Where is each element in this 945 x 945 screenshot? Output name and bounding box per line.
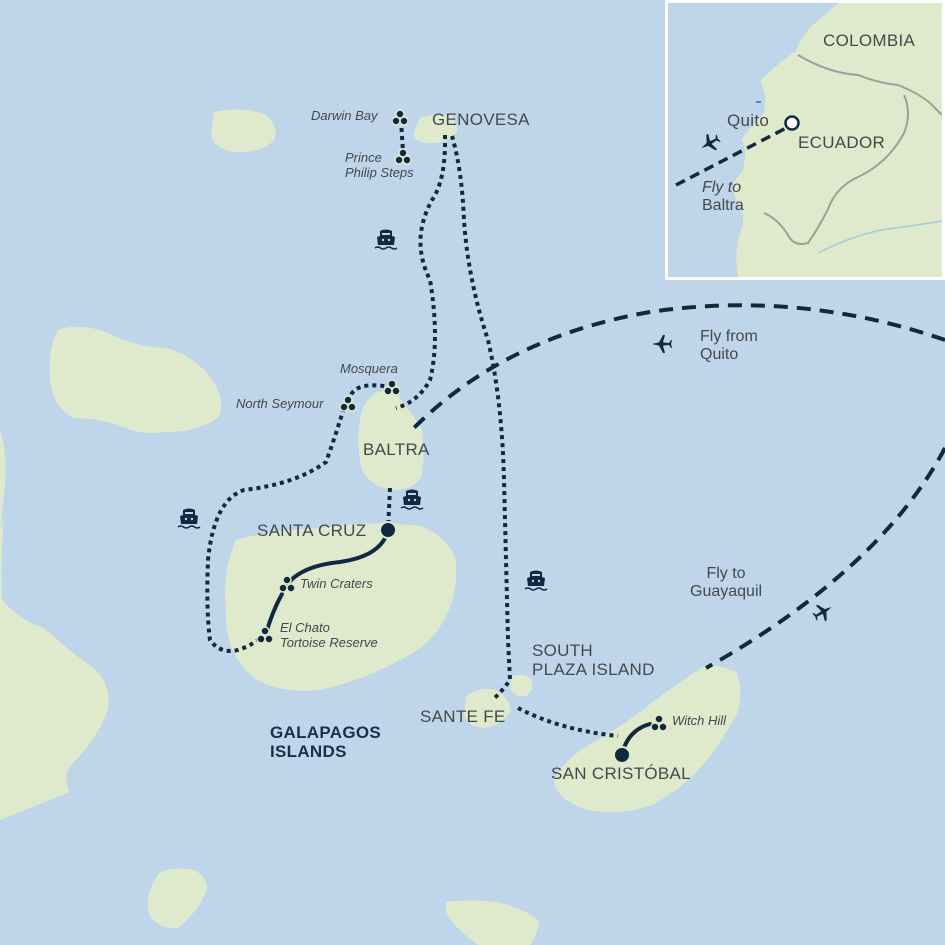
flight-label-from-quito: Fly from Quito <box>700 328 758 363</box>
site-label-twin-craters: Twin Craters <box>300 576 373 591</box>
site-label-darwin-bay: Darwin Bay <box>311 108 378 123</box>
inset-label-ecuador: ECUADOR <box>798 133 886 152</box>
island-sante-fe <box>464 688 511 728</box>
island-floreana <box>147 868 207 929</box>
island-san-cristobal <box>554 665 741 812</box>
route-darwin-to-philip <box>399 119 405 153</box>
ship-icon <box>374 228 398 250</box>
route-seymour-to-elchato <box>205 407 346 653</box>
island-isabela <box>0 430 109 820</box>
inset-label-colombia: COLOMBIA <box>823 31 916 50</box>
route-genovesa-to-sante-fe <box>450 135 513 702</box>
island-south-plaza <box>510 674 533 697</box>
site-marker-el-chato <box>256 626 274 644</box>
airplane-icon <box>809 599 837 625</box>
flight-from-quito <box>406 303 945 436</box>
site-markers <box>256 109 668 732</box>
inset-lake <box>756 101 761 103</box>
site-marker-witch-hill <box>650 714 668 732</box>
ship-icon <box>177 507 201 529</box>
inset-flight-to-baltra <box>675 124 791 187</box>
island-label-sante-fe: SANTE FE <box>420 707 506 726</box>
island-label-san-cristobal: SAN CRISTÓBAL <box>551 764 691 783</box>
airplane-icon <box>652 335 672 353</box>
island-baltra <box>358 390 424 490</box>
island-label-genovesa: GENOVESA <box>432 110 530 129</box>
island-label-santa-cruz: SANTA CRUZ <box>257 521 367 540</box>
islands-layer <box>0 109 741 945</box>
route-genovesa-to-baltra <box>395 134 448 410</box>
site-label-witch-hill: Witch Hill <box>672 713 727 728</box>
ship-icon <box>400 488 424 510</box>
route-santefe-to-sancristobal <box>517 706 619 738</box>
inset-river <box>817 220 942 254</box>
airplane-icon <box>696 130 724 156</box>
site-label-mosquera: Mosquera <box>340 361 398 376</box>
site-label-el-chato: El Chato Tortoise Reserve <box>280 620 378 650</box>
island-santiago <box>49 326 222 433</box>
inset-label-quito: Quito <box>727 111 770 130</box>
island-santa-cruz <box>225 523 457 691</box>
quito-marker <box>784 115 800 131</box>
inset-land <box>733 3 942 277</box>
island-label-south-plaza: SOUTH PLAZA ISLAND <box>532 641 655 680</box>
site-label-prince-philip: Prince Philip Steps <box>345 150 414 180</box>
port-marker-san-cristobal <box>613 746 631 764</box>
site-marker-twin-craters <box>278 575 296 593</box>
island-pinta <box>211 109 276 153</box>
site-marker-darwin-bay <box>391 109 409 126</box>
site-marker-mosquera <box>383 379 401 396</box>
site-marker-north-seymour <box>339 395 357 412</box>
ship-icon <box>524 569 548 591</box>
route-santacruz-to-twincraters <box>284 528 390 588</box>
flight-label-to-guayaquil: Fly to Guayaquil <box>690 565 763 600</box>
flight-to-guayaquil <box>705 447 945 670</box>
port-markers <box>379 521 631 764</box>
inset-border-ecuador-peru <box>763 94 909 245</box>
map-title: GALAPAGOS ISLANDS <box>270 723 382 762</box>
inset-map-base <box>675 3 942 277</box>
inset-locator-map: COLOMBIA Quito ECUADOR Fly to Baltra <box>665 0 945 280</box>
site-label-north-seymour: North Seymour <box>236 396 324 411</box>
port-marker-santa-cruz <box>379 521 397 539</box>
site-marker-prince-philip <box>394 148 412 165</box>
island-label-baltra: BALTRA <box>363 440 430 459</box>
island-espanola <box>446 900 540 945</box>
flight-routes <box>406 303 945 670</box>
inset-border-colombia-ecuador <box>797 54 942 116</box>
inset-label-fly-to-baltra: Fly to Baltra <box>702 179 744 214</box>
